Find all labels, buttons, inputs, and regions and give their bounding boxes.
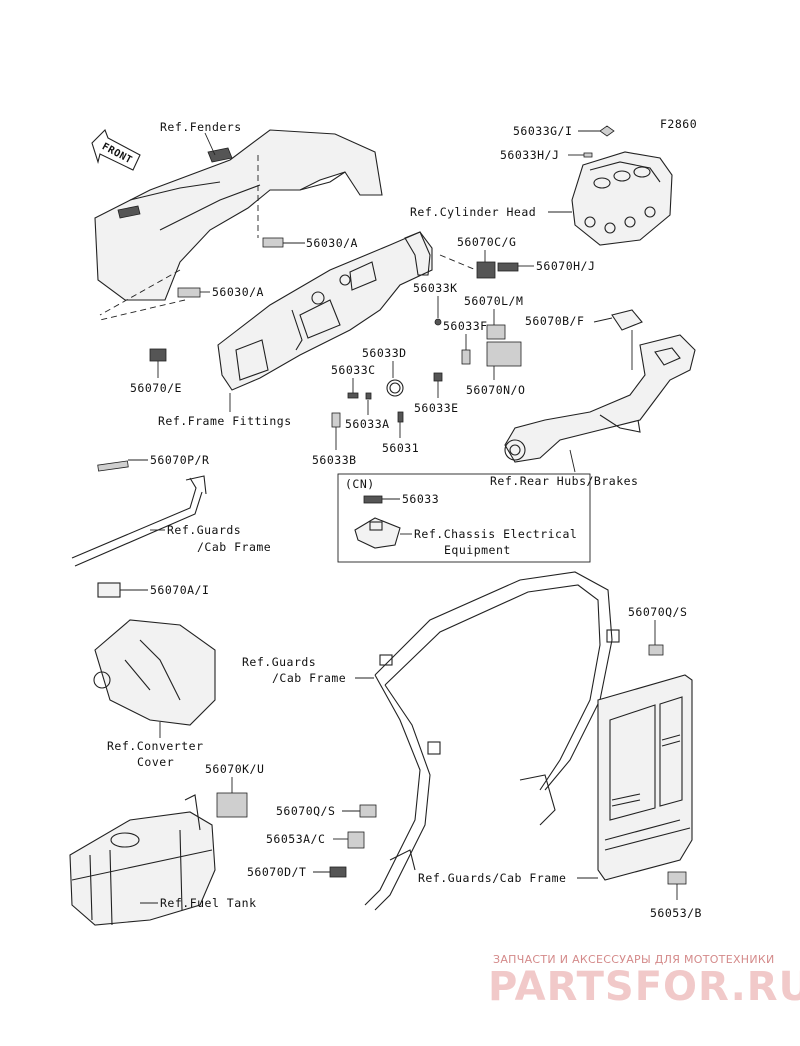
label-56030-a-1: 56030/A (306, 236, 358, 250)
front-arrow: FRONT (91, 129, 141, 171)
cab-frame-part (364, 571, 620, 911)
frame-fittings-part (217, 231, 433, 391)
decal-56033f (461, 349, 471, 365)
decal-56033c-b (365, 392, 372, 400)
decal-56033 (363, 495, 383, 504)
label-56033h-j: 56033H/J (500, 148, 559, 162)
decal-56070l-m (486, 324, 506, 340)
label-56070d-t: 56070D/T (247, 865, 306, 879)
cylinder-head-part (571, 151, 673, 246)
decal-56070n-o (486, 341, 522, 367)
label-56053-b: 56053/B (650, 906, 702, 920)
label-ref-guards-1b: /Cab Frame (197, 540, 271, 554)
decal-56070b-f (611, 309, 643, 331)
fuel-tank-part (69, 794, 216, 926)
label-ref-guards-cab: Ref.Guards/Cab Frame (418, 871, 566, 885)
label-56033k: 56033K (413, 281, 458, 295)
decal-56070d-t (329, 866, 347, 878)
decal-56070h-j (497, 262, 519, 272)
decal-56070c-g (476, 261, 496, 279)
label-56033c: 56033C (331, 363, 376, 377)
label-ref-guards-2a: Ref.Guards (242, 655, 316, 669)
decal-56053-b (667, 871, 687, 885)
decal-56033c (347, 392, 359, 399)
label-56070l-m: 56070L/M (464, 294, 523, 308)
label-ref-frame-fittings: Ref.Frame Fittings (158, 414, 292, 428)
ring-56033d (386, 379, 404, 397)
label-ref-fuel-tank: Ref.Fuel Tank (160, 896, 257, 910)
decal-56033g-i (599, 125, 615, 137)
diagram-code: F2860 (660, 117, 697, 131)
label-ref-fenders: Ref.Fenders (160, 120, 242, 134)
label-ref-guards-2b: /Cab Frame (272, 671, 346, 685)
label-56070n-o: 56070N/O (466, 383, 525, 397)
rear-hubs-part (504, 334, 696, 463)
label-ref-chassis-1: Ref.Chassis Electrical (414, 527, 577, 541)
fenders-part (94, 129, 383, 301)
label-56070a-i: 56070A/I (150, 583, 209, 597)
label-56070q-s-1: 56070Q/S (628, 605, 687, 619)
decal-56033h-j (583, 152, 593, 158)
decal-56053a-c (347, 831, 365, 849)
label-56070p-r: 56070P/R (150, 453, 209, 467)
decal-56070-e (149, 348, 167, 362)
decal-56033e (433, 372, 443, 382)
label-ref-converter-1: Ref.Converter (107, 739, 204, 753)
label-56033a: 56033A (345, 417, 390, 431)
label-56070h-j: 56070H/J (536, 259, 595, 273)
decal-56033b (331, 412, 341, 428)
label-ref-guards-1a: Ref.Guards (167, 523, 241, 537)
decal-56070p-r (97, 460, 129, 472)
chassis-electrical-part (354, 517, 401, 549)
label-56033b: 56033B (312, 453, 357, 467)
decal-56033k (434, 318, 442, 326)
label-ref-cylinder-head: Ref.Cylinder Head (410, 205, 536, 219)
label-56033e: 56033E (414, 401, 459, 415)
watermark-tagline: ЗАПЧАСТИ И АКСЕССУАРЫ ДЛЯ МОТОТЕХНИКИ (493, 953, 775, 966)
watermark-logo: PARTSFOR.RU (488, 964, 800, 1010)
label-56070c-g: 56070C/G (457, 235, 516, 249)
converter-cover-part (93, 619, 216, 726)
decal-56030-a-1 (262, 237, 284, 248)
label-ref-chassis-2: Equipment (444, 543, 511, 557)
label-56033d: 56033D (362, 346, 407, 360)
label-56053a-c: 56053A/C (266, 832, 325, 846)
label-56031: 56031 (382, 441, 419, 455)
label-56070k-u: 56070K/U (205, 762, 264, 776)
decal-56031 (397, 411, 404, 423)
label-56070-e: 56070/E (130, 381, 182, 395)
label-56070q-s-2: 56070Q/S (276, 804, 335, 818)
label-ref-rear-hubs: Ref.Rear Hubs/Brakes (490, 474, 638, 488)
label-cn: (CN) (345, 477, 375, 491)
label-56033f: 56033F (443, 319, 488, 333)
decal-56070q-s-1 (648, 644, 664, 656)
label-56033g-i: 56033G/I (513, 124, 572, 138)
label-56030-a-2: 56030/A (212, 285, 264, 299)
decal-56070a-i (97, 582, 121, 598)
decal-56070q-s-2 (359, 804, 377, 818)
guard-bar-part (71, 475, 207, 567)
cn-box (337, 473, 591, 563)
label-56033: 56033 (402, 492, 439, 506)
decal-56070k-u (216, 792, 248, 818)
label-ref-converter-2: Cover (137, 755, 174, 769)
cab-door-part (597, 674, 693, 881)
decal-56030-a-2 (177, 287, 201, 298)
label-56070b-f: 56070B/F (525, 314, 584, 328)
